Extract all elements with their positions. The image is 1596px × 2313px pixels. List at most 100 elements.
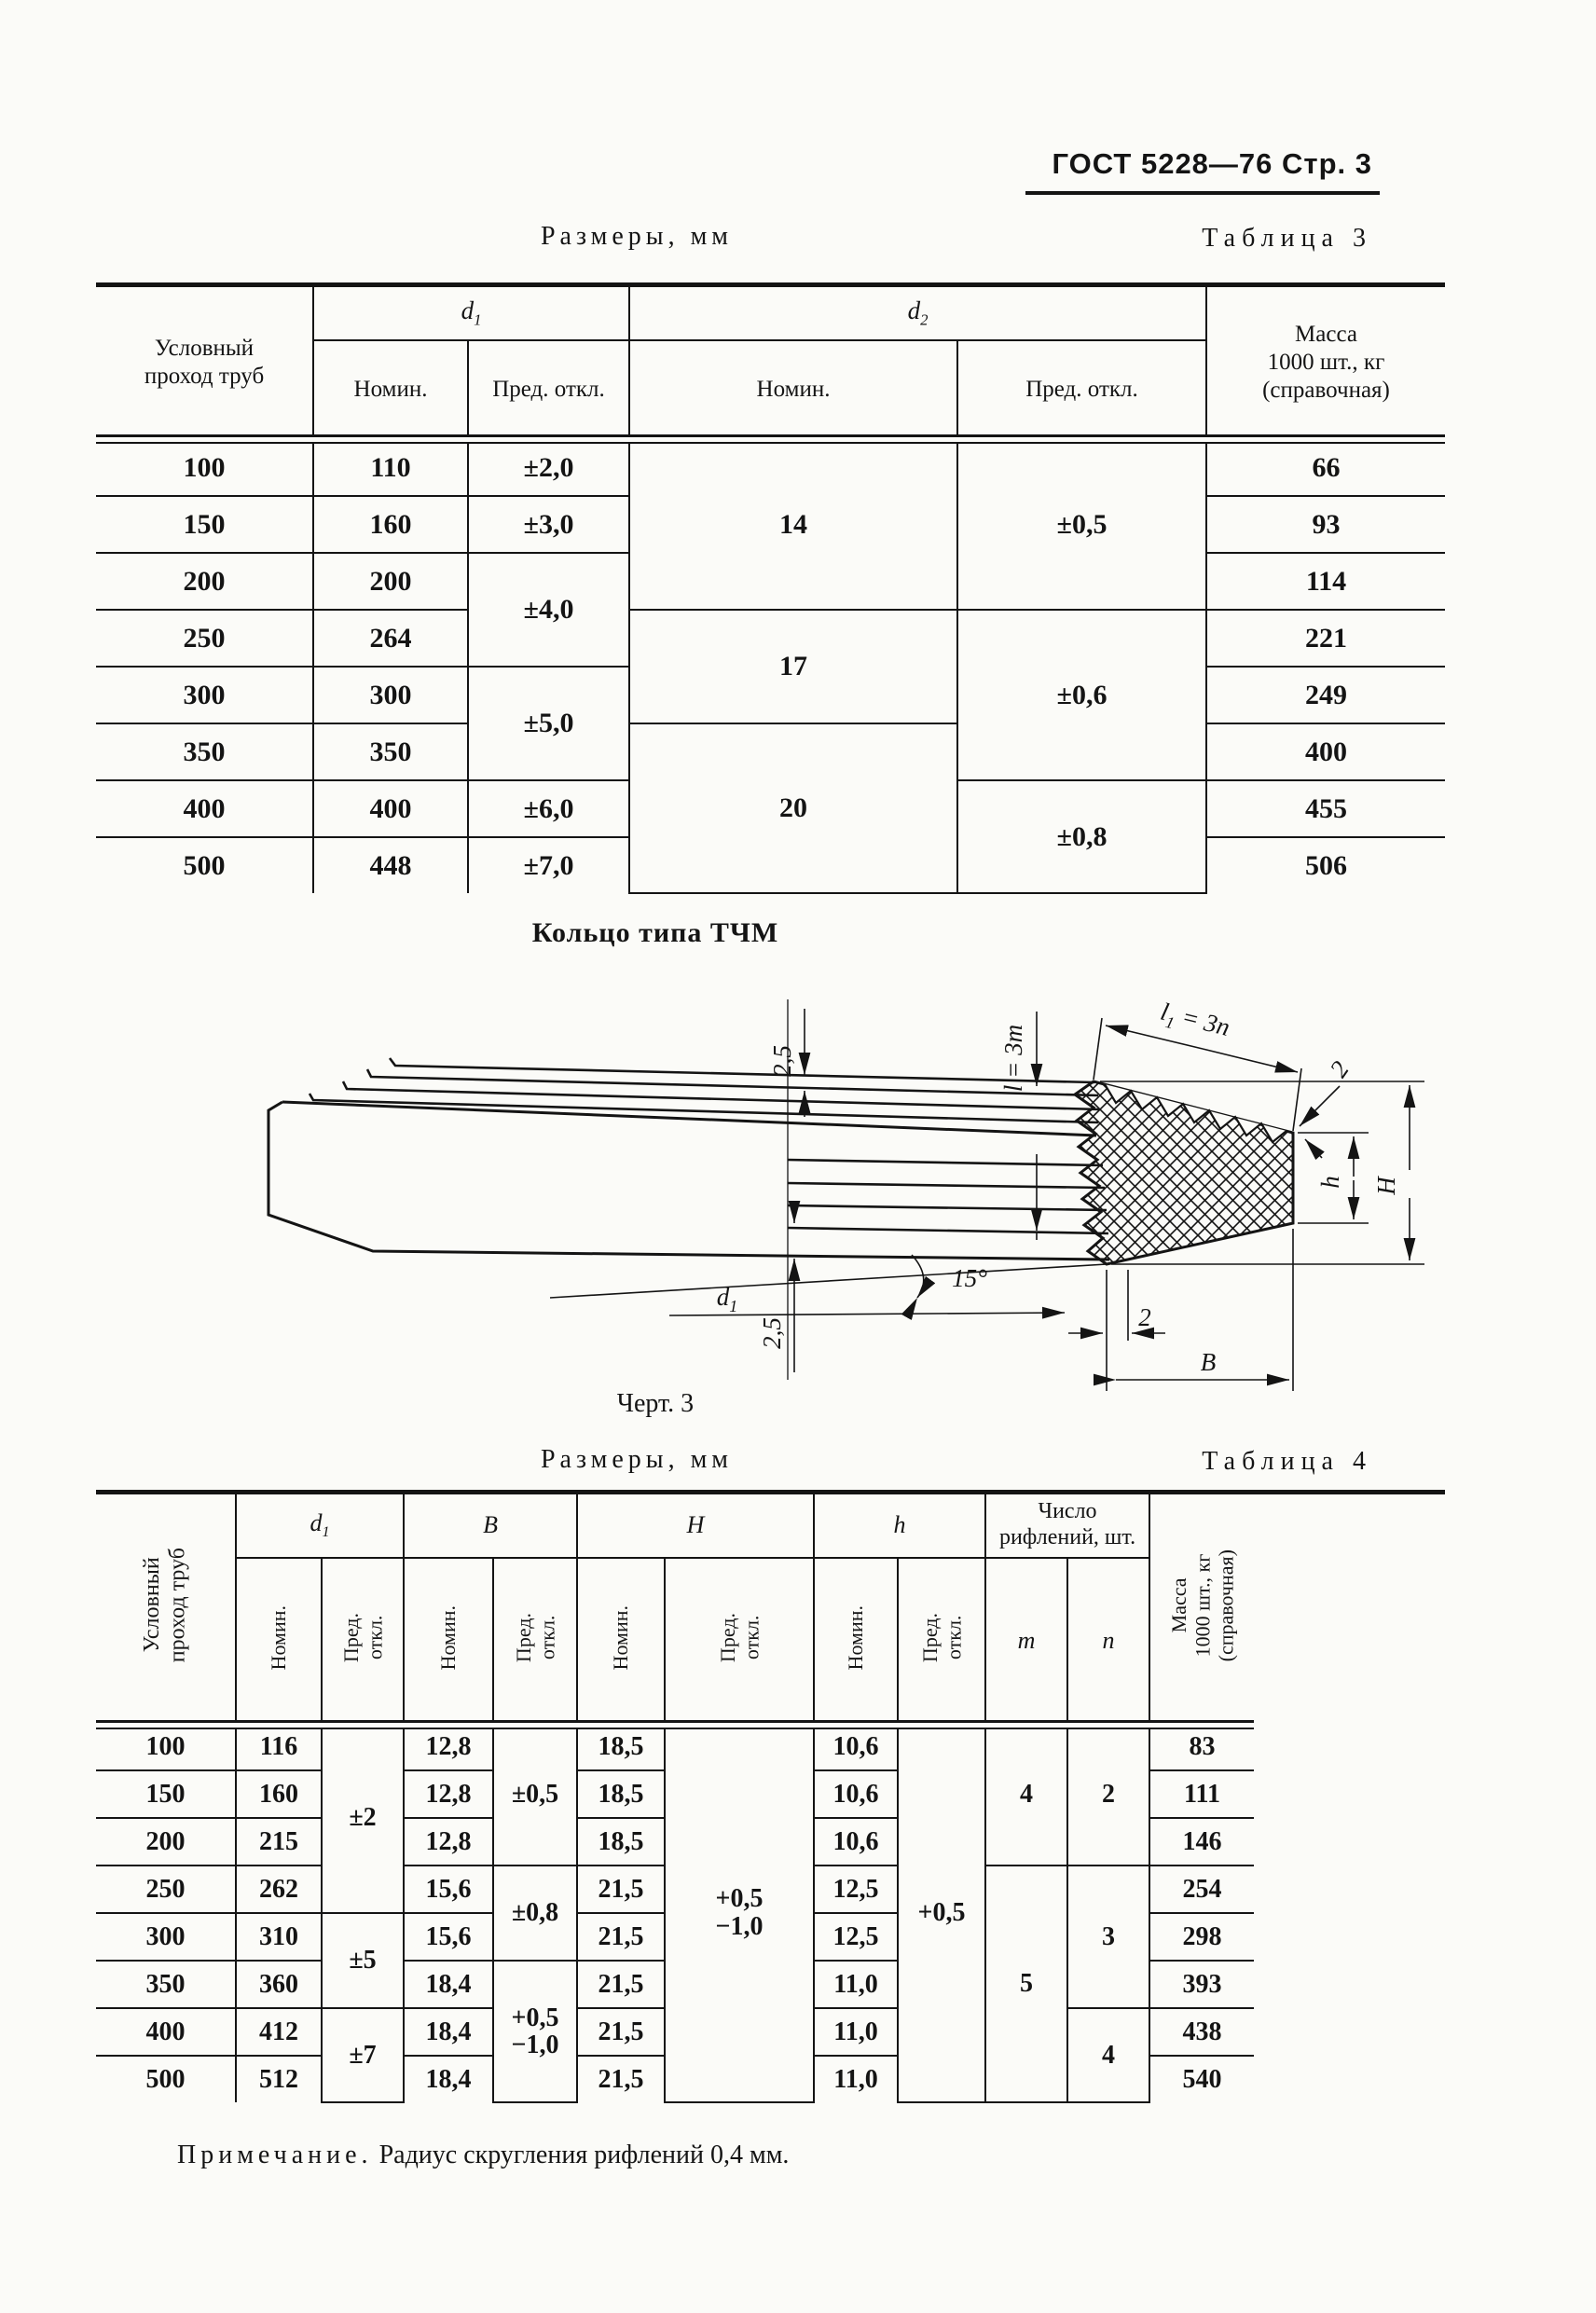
cell: 400 xyxy=(96,2007,237,2057)
table4-header-double-rule xyxy=(96,1720,1254,1729)
cell: 10,6 xyxy=(813,1769,900,1819)
table4-label: Таблица 4 xyxy=(1202,1447,1372,1476)
t3-col-d2-nom: Номин. xyxy=(628,340,958,439)
t4-col-mass: Масса 1000 шт., кг (справочная) xyxy=(1149,1494,1255,1723)
cell: 66 xyxy=(1205,438,1445,497)
cell: 11,0 xyxy=(813,1960,900,2009)
cell-merged: ±7 xyxy=(321,2007,405,2103)
sizes-label-t4: Размеры, мм xyxy=(540,1445,734,1474)
t4-group-riffle-count: Число рифлений, шт. xyxy=(984,1494,1151,1559)
cell: 300 xyxy=(96,666,314,724)
cell-merged: 2 xyxy=(1066,1722,1151,1866)
cell-merged: +0,5 −1,0 xyxy=(664,1722,816,2103)
cell: 250 xyxy=(96,1865,237,1914)
cell: 264 xyxy=(312,609,469,668)
cell: 540 xyxy=(1149,2055,1255,2102)
cell: 12,8 xyxy=(403,1769,494,1819)
cell: 21,5 xyxy=(576,1960,667,2009)
cell-merged: 4 xyxy=(984,1722,1069,1866)
page-header: ГОСТ 5228—76 Стр. 3 xyxy=(1052,147,1372,180)
cell: 150 xyxy=(96,1769,237,1819)
cell: 448 xyxy=(312,836,469,893)
cell-merged: ±0,5 xyxy=(956,438,1207,611)
cell: 350 xyxy=(312,723,469,781)
table-row: 400 412 ±7 18,4 21,5 11,0 4 438 xyxy=(96,2007,1255,2103)
cell: 438 xyxy=(1149,2007,1255,2057)
table-row: 250 264 17 ±0,6 221 xyxy=(96,609,1445,781)
cell: 215 xyxy=(235,1817,323,1866)
cell: 146 xyxy=(1149,1817,1255,1866)
dim-B: В xyxy=(1201,1348,1217,1376)
cell-merged: ±4,0 xyxy=(467,552,630,668)
cell: 393 xyxy=(1149,1960,1255,2009)
table4: Условный проход труб d1 В Н h Число рифл… xyxy=(96,1494,1255,2103)
t3-group-d1: d1 xyxy=(312,287,630,341)
cell: 12,8 xyxy=(403,1722,494,1771)
t4-col-uslovny: Условный проход труб xyxy=(96,1494,237,1723)
table-row: 200 215 12,8 18,5 10,6 146 xyxy=(96,1817,1255,1866)
dim-h: h xyxy=(1316,1176,1344,1189)
cell: 18,4 xyxy=(403,1960,494,2009)
dim-l: l = 3m xyxy=(999,1025,1027,1092)
cell-merged: ±0,5 xyxy=(491,1722,579,1866)
cell: 512 xyxy=(235,2055,323,2102)
cell-merged: ±2 xyxy=(321,1722,405,1914)
dim-edge: 2 xyxy=(1138,1303,1151,1331)
table3-label: Таблица 3 xyxy=(1202,224,1372,253)
cell: 12,8 xyxy=(403,1817,494,1866)
t3-col-d1-tol: Пред. откл. xyxy=(467,340,630,439)
table-row: 100 110 ±2,0 14 ±0,5 66 xyxy=(96,438,1445,611)
cell: 400 xyxy=(96,779,314,838)
table-row: 100 116 ±2 12,8 ±0,5 18,5 +0,5 −1,0 10,6… xyxy=(96,1722,1255,2103)
cell: 11,0 xyxy=(813,2007,900,2057)
cell: 160 xyxy=(312,495,469,554)
cell: 18,5 xyxy=(576,1722,667,1771)
dimension-lines xyxy=(549,1009,1424,1391)
t4-col-B-nom: Номин. xyxy=(403,1558,494,1723)
cell: 300 xyxy=(96,1912,237,1962)
cell-merged: +0,5 −1,0 xyxy=(491,1960,579,2103)
cell: 150 xyxy=(96,495,314,554)
cell-merged: 5 xyxy=(984,1865,1069,2103)
table-row: 250 262 15,6 ±0,8 21,5 12,5 5 3 254 xyxy=(96,1865,1255,2103)
table3-top-rule xyxy=(96,282,1445,287)
page-header-rule xyxy=(1025,191,1380,195)
note-text: Радиус скругления рифлений 0,4 мм. xyxy=(372,2141,790,2169)
dim-H: H xyxy=(1372,1176,1400,1196)
cell: 111 xyxy=(1149,1769,1255,1819)
cell: 298 xyxy=(1149,1912,1255,1962)
table-row: 350 350 20 400 xyxy=(96,723,1445,894)
cell: 350 xyxy=(96,723,314,781)
cell: 18,5 xyxy=(576,1769,667,1819)
t3-col-d1-nom: Номин. xyxy=(313,340,469,439)
table3-header: Условный проход труб d1 d2 Масса 1000 шт… xyxy=(96,287,1445,439)
cell: 455 xyxy=(1205,779,1445,838)
technical-drawing: 2,5 2,5 l = 3m l1 = 3n 2 h H 15° d1 2 В xyxy=(267,998,1424,1391)
cell: 100 xyxy=(96,438,314,497)
table-row: 300 300 ±5,0 249 xyxy=(96,666,1445,781)
cell-merged: ±0,8 xyxy=(956,779,1207,894)
cell: 100 xyxy=(96,1722,237,1771)
cell: 200 xyxy=(96,552,314,611)
cell: 11,0 xyxy=(813,2055,900,2102)
cell: 18,5 xyxy=(576,1817,667,1866)
cell: 500 xyxy=(96,2055,237,2102)
ring-side-view xyxy=(267,1057,1110,1261)
cell: 21,5 xyxy=(576,1865,667,1914)
table-row: 300 310 ±5 15,6 21,5 12,5 298 xyxy=(96,1912,1255,2009)
cell: ±7,0 xyxy=(467,836,630,893)
t3-col-d2-tol: Пред. откл. xyxy=(956,340,1206,439)
t4-group-h: h xyxy=(813,1494,987,1559)
cell: 350 xyxy=(96,1960,237,2009)
t4-group-d1: d1 xyxy=(235,1494,405,1559)
dim-d1: d1 xyxy=(717,1283,738,1315)
cell: ±3,0 xyxy=(467,495,630,554)
table-row: 400 400 ±6,0 ±0,8 455 xyxy=(96,779,1445,894)
t3-col-uslovny: Условный проход труб xyxy=(96,287,314,439)
cell: 221 xyxy=(1205,609,1445,668)
cell: 310 xyxy=(235,1912,323,1962)
cell: 116 xyxy=(235,1722,323,1771)
t4-col-n: n xyxy=(1066,1558,1150,1723)
cell: 254 xyxy=(1149,1865,1255,1914)
